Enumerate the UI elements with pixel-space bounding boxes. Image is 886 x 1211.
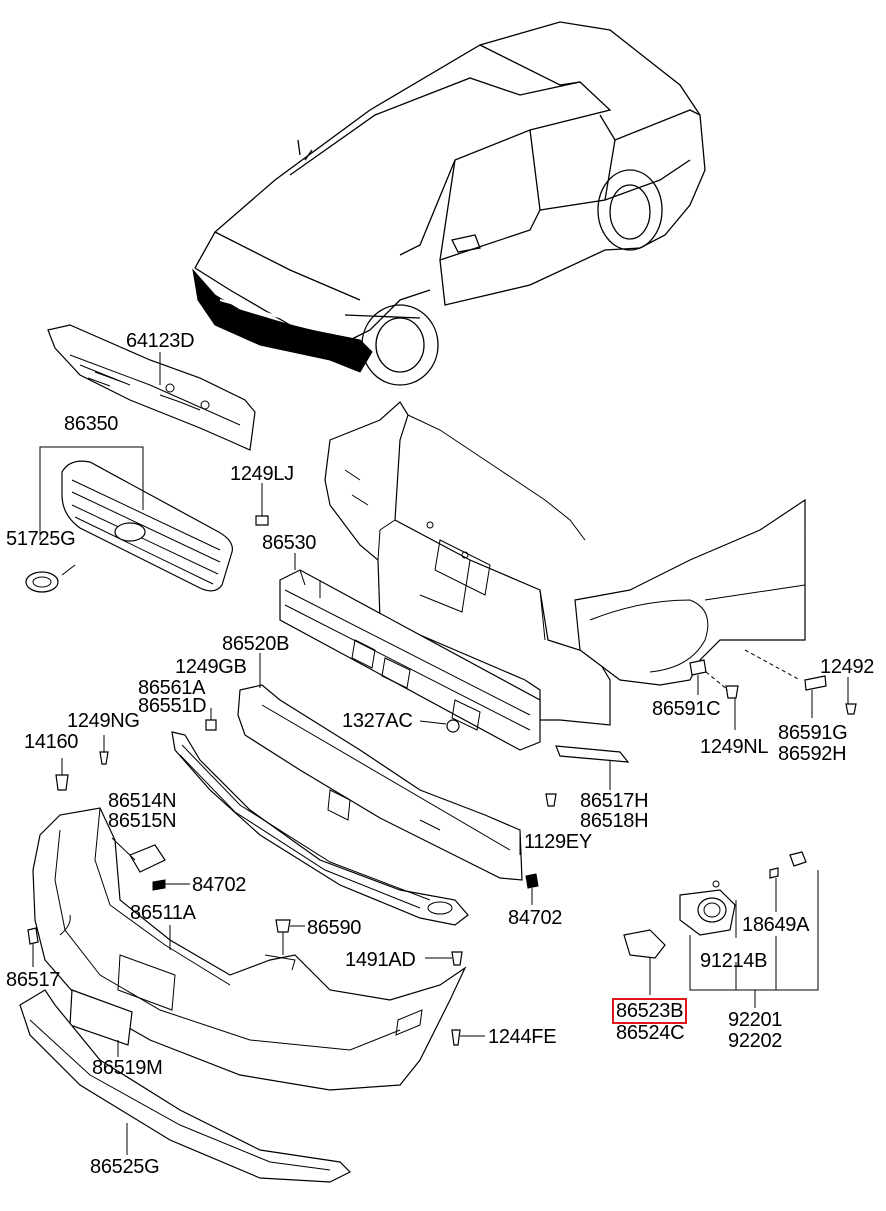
energy-absorber xyxy=(237,684,523,881)
emblem xyxy=(25,571,59,593)
fog-lamp-assembly xyxy=(623,851,807,959)
side-bracket xyxy=(129,844,166,873)
car-illustration xyxy=(192,21,706,386)
part-label-86517H: 86517H xyxy=(580,790,649,812)
part-label-86590: 86590 xyxy=(307,917,362,939)
part-label-86530: 86530 xyxy=(262,532,317,554)
side-support-bracket xyxy=(555,745,630,763)
part-label-84702-left: 84702 xyxy=(192,874,247,896)
part-label-1327AC: 1327AC xyxy=(342,710,413,732)
part-label-86519M: 86519M xyxy=(92,1057,163,1079)
part-label-86524C: 86524C xyxy=(616,1022,685,1044)
radiator-support-frame xyxy=(324,401,806,726)
part-label-1249GB: 1249GB xyxy=(175,656,247,678)
lower-valance xyxy=(19,989,352,1183)
part-label-12492: 12492 xyxy=(820,656,875,678)
part-label-1244FE: 1244FE xyxy=(488,1026,557,1048)
part-label-86525G: 86525G xyxy=(90,1156,160,1178)
license-plate-recess xyxy=(117,954,176,1011)
fog-lamp-cover xyxy=(623,929,666,959)
part-label-64123D: 64123D xyxy=(126,330,195,352)
part-label-18649A: 18649A xyxy=(742,914,810,936)
radiator-grille xyxy=(25,460,233,593)
part-label-1129EY: 1129EY xyxy=(524,831,592,853)
part-label-86350: 86350 xyxy=(64,413,119,435)
part-label-92202: 92202 xyxy=(728,1030,783,1052)
part-label-86523B-highlighted[interactable]: 86523B xyxy=(612,998,688,1024)
part-label-1491AD: 1491AD xyxy=(345,949,416,971)
license-plate-bracket xyxy=(69,989,133,1046)
part-label-86592H: 86592H xyxy=(778,743,847,765)
screw-1249LJ xyxy=(255,510,269,526)
part-label-86520B: 86520B xyxy=(222,633,290,655)
part-label-86517: 86517 xyxy=(6,969,61,991)
part-label-86591C: 86591C xyxy=(652,698,721,720)
front-bumper-highlight xyxy=(192,268,373,373)
bumper-beam xyxy=(279,569,541,751)
grille-molding xyxy=(171,731,469,926)
part-label-86514N: 86514N xyxy=(108,790,177,812)
part-label-91214B: 91214B xyxy=(700,950,768,972)
part-label-86591G: 86591G xyxy=(778,722,848,744)
part-label-92201: 92201 xyxy=(728,1009,783,1031)
part-label-14160: 14160 xyxy=(24,731,79,753)
part-label-86518H: 86518H xyxy=(580,810,649,832)
upper-support-panel xyxy=(47,324,256,451)
part-label-86551D: 86551D xyxy=(138,695,207,717)
part-label-86561A: 86561A xyxy=(138,677,206,699)
part-label-1249LJ: 1249LJ xyxy=(230,463,294,485)
part-label-86515N: 86515N xyxy=(108,810,177,832)
part-label-1249NG: 1249NG xyxy=(67,710,140,732)
part-label-86511A: 86511A xyxy=(130,902,196,924)
part-label-1249NL: 1249NL xyxy=(700,736,769,758)
part-label-84702-right: 84702 xyxy=(508,907,563,929)
part-label-51725G: 51725G xyxy=(6,528,76,550)
